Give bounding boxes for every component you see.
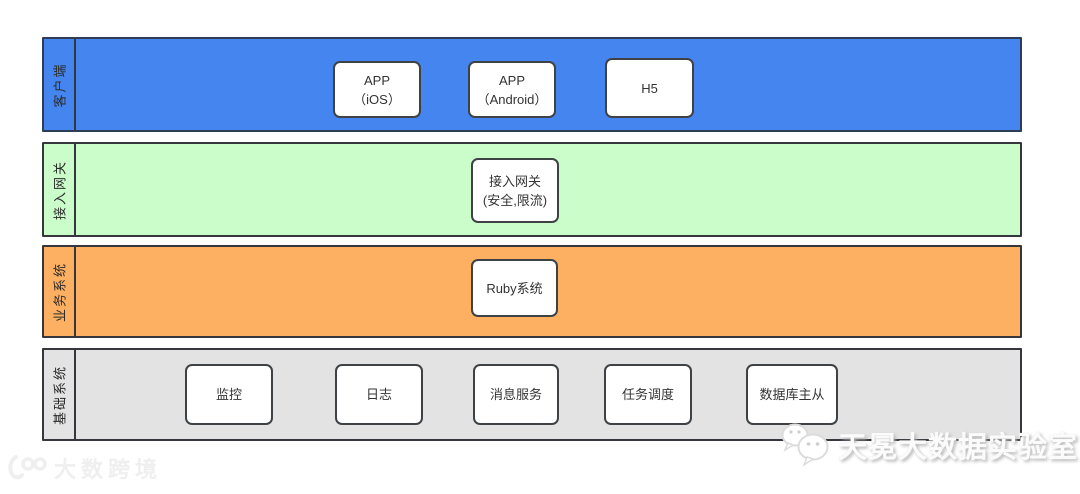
band-client-label-column: 客户端 xyxy=(44,39,76,130)
node-log-line1: 日志 xyxy=(365,387,392,402)
band-gateway-label: 接入网关 xyxy=(52,159,68,220)
watermark-bottom-left-text: 大数跨境 xyxy=(54,457,163,482)
watermark-bottom-right: 天冕大数据实验室 xyxy=(780,420,1078,470)
node-task-scheduler: 任务调度 xyxy=(604,364,692,425)
node-log: 日志 xyxy=(335,364,423,425)
band-client: 客户端 APP （iOS） APP （Android） H5 xyxy=(42,37,1022,132)
100ec-logo-icon xyxy=(6,454,48,482)
band-business-label-column: 业务系统 xyxy=(44,247,76,336)
band-business: 业务系统 Ruby系统 xyxy=(42,245,1022,338)
wechat-icon xyxy=(780,420,832,470)
watermark-bottom-right-text: 天冕大数据实验室 xyxy=(838,432,1079,464)
node-message-service-line1: 消息服务 xyxy=(489,387,542,402)
node-access-gateway-line2: (安全,限流) xyxy=(482,192,548,208)
band-infra: 基础系统 监控 日志 消息服务 任务调度 数据库主从 xyxy=(42,348,1022,441)
band-gateway-label-column: 接入网关 xyxy=(44,144,76,235)
node-app-android: APP （Android） xyxy=(468,61,556,118)
node-message-service: 消息服务 xyxy=(473,364,559,425)
band-client-label: 客户端 xyxy=(52,61,68,108)
node-monitor-line1: 监控 xyxy=(215,387,242,402)
node-app-ios-line1: APP xyxy=(363,72,390,88)
watermark-bottom-left: 大数跨境 xyxy=(6,452,162,484)
node-access-gateway-line1: 接入网关 xyxy=(488,173,541,189)
node-app-ios-line2: （iOS） xyxy=(353,91,401,107)
node-ruby-system-line1: Ruby系统 xyxy=(486,280,543,296)
node-db-master-slave: 数据库主从 xyxy=(746,364,838,425)
node-app-android-line1: APP xyxy=(498,72,525,88)
node-h5: H5 xyxy=(605,58,694,118)
node-db-master-slave-line1: 数据库主从 xyxy=(759,387,825,402)
node-ruby-system: Ruby系统 xyxy=(471,259,558,317)
node-access-gateway: 接入网关 (安全,限流) xyxy=(471,158,559,223)
node-h5-line1: H5 xyxy=(641,80,658,96)
node-app-ios: APP （iOS） xyxy=(333,61,421,118)
node-task-scheduler-line1: 任务调度 xyxy=(621,387,674,402)
band-infra-label-column: 基础系统 xyxy=(44,350,76,439)
band-business-label: 业务系统 xyxy=(52,261,68,322)
node-monitor: 监控 xyxy=(185,364,273,425)
band-infra-label: 基础系统 xyxy=(52,364,68,425)
band-gateway: 接入网关 接入网关 (安全,限流) xyxy=(42,142,1022,237)
node-app-android-line2: （Android） xyxy=(476,91,548,107)
